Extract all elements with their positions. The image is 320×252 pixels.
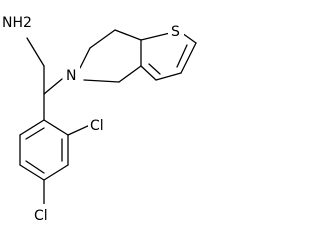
- svg-text:Cl: Cl: [90, 118, 104, 134]
- svg-text:N: N: [66, 68, 76, 84]
- atom-label-s: S: [168, 20, 184, 40]
- svg-text:NH2: NH2: [2, 15, 32, 31]
- atom-label-n: N: [64, 63, 80, 84]
- svg-text:S: S: [171, 24, 180, 40]
- bond-lines: [19, 29, 197, 207]
- svg-text:Cl: Cl: [34, 208, 48, 224]
- atom-label-cl-para: Cl: [32, 204, 54, 224]
- chemical-structure: NH2 N S Cl Cl: [0, 10, 197, 224]
- atom-label-cl-ortho: Cl: [88, 114, 110, 134]
- atom-label-nh2: NH2: [0, 10, 38, 32]
